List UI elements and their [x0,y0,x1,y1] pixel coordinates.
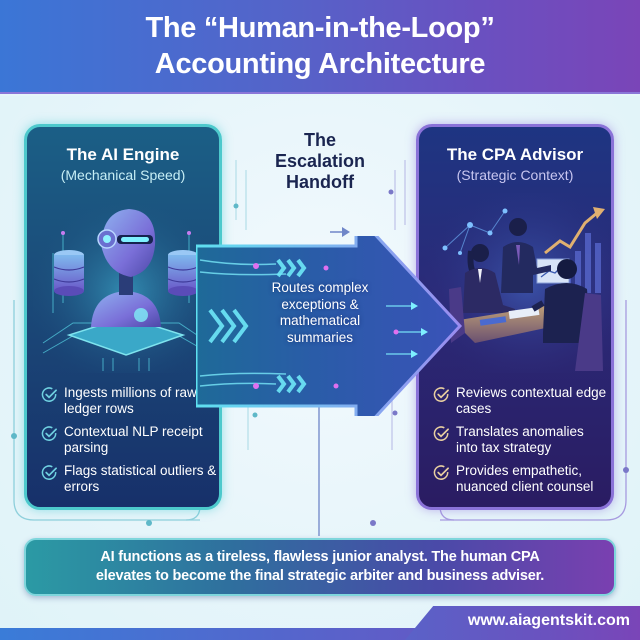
page-title-line-2: Accounting Architecture [154,48,486,80]
cpa-advisor-title: The CPA Advisor [446,145,584,164]
escalation-route-text: Routes complex exceptions & mathematical… [271,280,369,345]
ai-bullet-item: Ingests millions of raw ledger rows [41,385,217,417]
footer-tab [405,606,640,640]
ai-engine-bullet-list: Ingests millions of raw ledger rows Cont… [41,385,217,502]
ai-engine-subtitle: (Mechanical Speed) [60,167,186,183]
ai-bullet-item: Contextual NLP receipt parsing [41,424,217,456]
cpa-advisor-bullet-list: Reviews contextual edge cases Translates… [433,385,609,502]
check-circle-icon [433,387,449,402]
ai-bullet-item: Flags statistical outliers & errors [41,463,217,495]
ai-engine-panel: The AI Engine (Mechanical Speed) [24,124,222,510]
summary-line-2: elevates to become the final strategic a… [95,568,545,584]
escalation-handoff-title: The Escalation Handoff [274,130,366,192]
cpa-advisor-panel: The CPA Advisor (Strategic Context) [416,124,614,510]
cpa-bullet-item: Reviews contextual edge cases [433,385,609,417]
summary-banner: AI functions as a tireless, flawless jun… [24,538,616,596]
summary-line-1: AI functions as a tireless, flawless jun… [100,549,540,565]
check-circle-icon [41,426,57,441]
robot-illustration-icon [33,193,219,373]
cpa-bullet-item: Translates anomalies into tax strategy [433,424,609,456]
check-circle-icon [433,426,449,441]
header-banner: The “Human-in-the-Loop” Accounting Archi… [0,0,640,94]
cpa-advisor-subtitle: (Strategic Context) [456,167,574,183]
website-url-link[interactable]: www.aiagentskit.com [467,612,630,629]
check-circle-icon [41,387,57,402]
page-title-line-1: The “Human-in-the-Loop” [145,12,495,44]
check-circle-icon [41,465,57,480]
cpa-bullet-item: Provides empathetic, nuanced client coun… [433,463,609,495]
ai-engine-title: The AI Engine [66,145,180,164]
check-circle-icon [433,465,449,480]
right-arrow-icon [196,236,463,416]
business-meeting-illustration-icon [425,193,611,373]
